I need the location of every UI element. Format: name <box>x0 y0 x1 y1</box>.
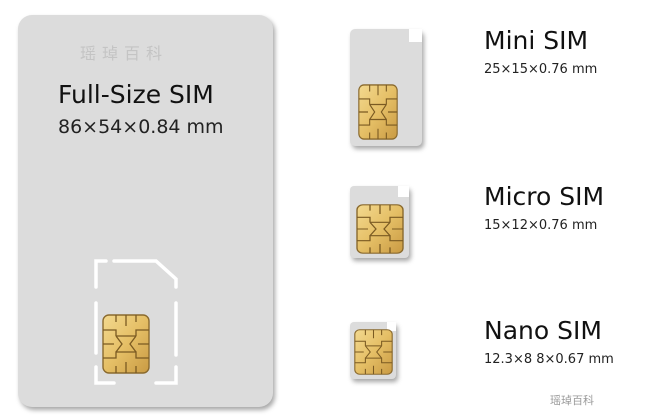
watermark-text: 瑶琸百科 <box>80 44 169 63</box>
mini-sim-card <box>350 29 422 146</box>
micro-sim-card <box>350 186 409 258</box>
micro-sim-chip <box>356 204 404 254</box>
nano-sim-card <box>350 322 396 379</box>
full-size-sim-dimensions: 86×54×0.84 mm <box>58 116 224 138</box>
nano-sim-dimensions: 12.3×8 8×0.67 mm <box>484 352 614 367</box>
mini-sim-dimensions: 25×15×0.76 mm <box>484 62 598 77</box>
micro-sim-dimensions: 15×12×0.76 mm <box>484 218 598 233</box>
micro-sim-name: Micro SIM <box>484 182 605 211</box>
full-size-sim-chip <box>102 314 150 374</box>
nano-sim-notch <box>387 322 396 331</box>
mini-sim-chip <box>358 84 398 140</box>
mini-sim-name: Mini SIM <box>484 26 589 55</box>
full-size-sim-name: Full-Size SIM <box>58 80 214 109</box>
nano-sim-name: Nano SIM <box>484 316 602 345</box>
nano-sim-chip <box>354 329 393 375</box>
corner-watermark: 瑶琸百科 <box>550 394 594 407</box>
micro-sim-notch <box>398 186 409 197</box>
mini-sim-notch <box>409 29 422 42</box>
cutout-outline <box>94 259 178 385</box>
full-size-sim-card <box>18 15 273 407</box>
